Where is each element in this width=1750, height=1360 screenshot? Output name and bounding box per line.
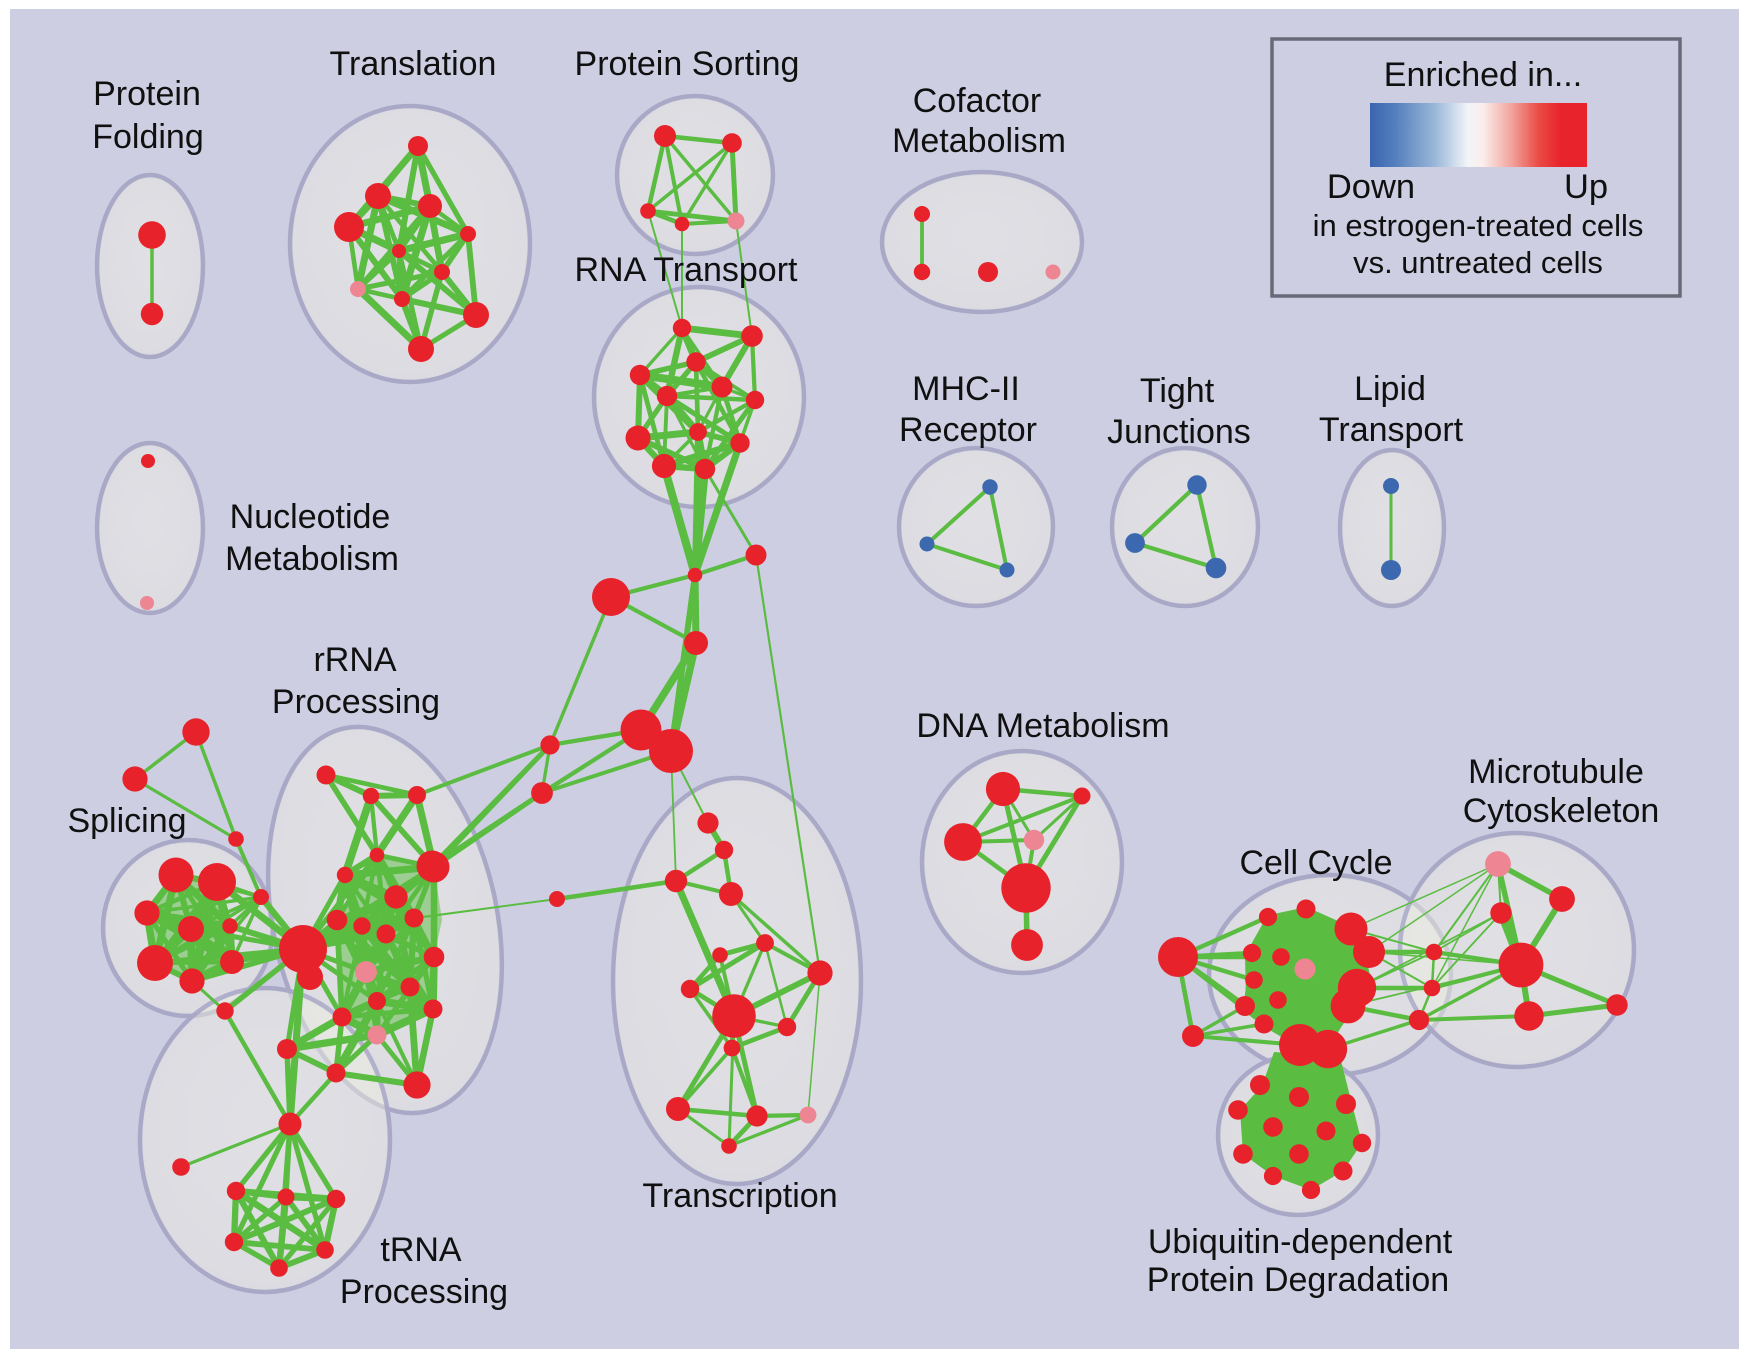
svg-text:Tight: Tight bbox=[1140, 372, 1215, 410]
svg-text:Folding: Folding bbox=[92, 118, 204, 156]
svg-text:Receptor: Receptor bbox=[899, 411, 1037, 449]
svg-text:Protein: Protein bbox=[93, 75, 201, 113]
svg-text:Metabolism: Metabolism bbox=[225, 540, 399, 578]
svg-text:tRNA: tRNA bbox=[380, 1231, 462, 1269]
svg-text:Translation: Translation bbox=[330, 45, 497, 83]
svg-text:Transcription: Transcription bbox=[642, 1177, 837, 1215]
svg-text:Cytoskeleton: Cytoskeleton bbox=[1463, 792, 1660, 830]
svg-text:Splicing: Splicing bbox=[67, 802, 186, 840]
svg-text:Enriched in...: Enriched in... bbox=[1384, 56, 1582, 94]
svg-text:Protein Sorting: Protein Sorting bbox=[575, 45, 800, 83]
svg-text:RNA Transport: RNA Transport bbox=[575, 251, 799, 289]
svg-text:vs. untreated cells: vs. untreated cells bbox=[1353, 245, 1603, 280]
svg-text:rRNA: rRNA bbox=[313, 641, 396, 679]
svg-text:Processing: Processing bbox=[272, 683, 440, 721]
svg-text:in estrogen-treated cells: in estrogen-treated cells bbox=[1313, 208, 1644, 243]
svg-text:Up: Up bbox=[1564, 168, 1608, 206]
svg-text:Microtubule: Microtubule bbox=[1468, 753, 1644, 791]
svg-text:Processing: Processing bbox=[340, 1273, 508, 1311]
svg-text:Protein Degradation: Protein Degradation bbox=[1147, 1261, 1449, 1299]
svg-text:Cofactor: Cofactor bbox=[913, 82, 1042, 120]
svg-text:Metabolism: Metabolism bbox=[892, 122, 1066, 160]
svg-text:Ubiquitin-dependent: Ubiquitin-dependent bbox=[1148, 1223, 1453, 1261]
svg-text:DNA Metabolism: DNA Metabolism bbox=[916, 707, 1169, 745]
svg-text:Transport: Transport bbox=[1319, 411, 1464, 449]
svg-text:Down: Down bbox=[1327, 168, 1415, 206]
svg-text:MHC-II: MHC-II bbox=[912, 370, 1020, 408]
svg-text:Junctions: Junctions bbox=[1107, 413, 1251, 451]
svg-text:Lipid: Lipid bbox=[1354, 370, 1426, 408]
svg-text:Cell Cycle: Cell Cycle bbox=[1239, 844, 1392, 882]
svg-text:Nucleotide: Nucleotide bbox=[230, 498, 391, 536]
